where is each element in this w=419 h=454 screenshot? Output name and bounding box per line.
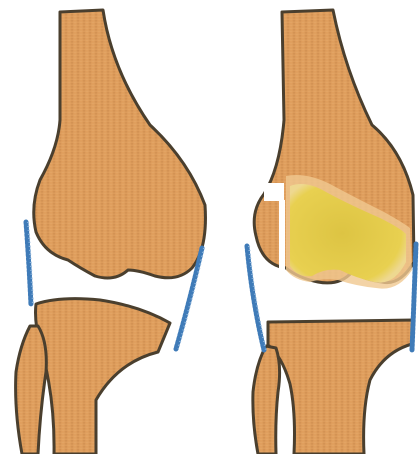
marker-strip bbox=[264, 183, 284, 201]
tibia-right bbox=[268, 320, 414, 454]
healthy-knee-panel bbox=[16, 10, 206, 454]
femur bbox=[34, 10, 206, 278]
lesion-knee-panel bbox=[247, 10, 416, 454]
tibia bbox=[36, 299, 171, 454]
fibula bbox=[16, 326, 47, 454]
fibula-right bbox=[253, 346, 280, 454]
marker-gap bbox=[279, 200, 285, 300]
